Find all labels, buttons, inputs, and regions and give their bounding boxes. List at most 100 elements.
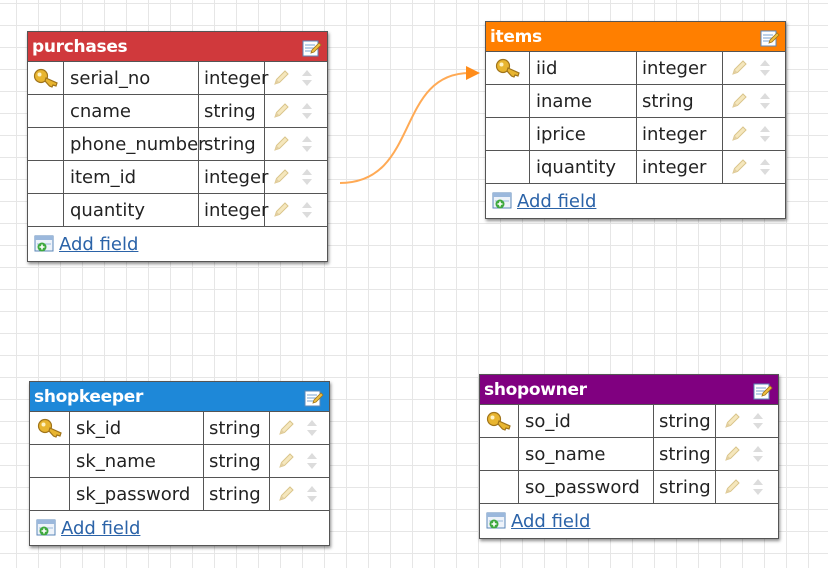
pencil-icon[interactable] <box>276 418 296 438</box>
field-type[interactable]: string <box>204 412 270 444</box>
field-name[interactable]: serial_no <box>64 62 199 94</box>
field-name[interactable]: phone_number <box>64 128 206 160</box>
field-name[interactable]: so_name <box>519 438 654 470</box>
relation-line[interactable] <box>339 72 471 184</box>
field-name[interactable]: quantity <box>64 194 199 226</box>
field-type[interactable]: integer <box>199 161 268 193</box>
up-down-arrows-icon[interactable] <box>301 200 313 220</box>
table-header-shopowner[interactable]: shopowner <box>480 375 778 405</box>
edit-table-icon[interactable] <box>760 27 780 47</box>
field-name[interactable]: iname <box>530 85 637 117</box>
up-down-arrows-icon[interactable] <box>306 451 318 471</box>
add-field-icon[interactable] <box>34 234 56 254</box>
field-type[interactable]: string <box>654 405 716 437</box>
field-type[interactable]: string <box>654 471 716 503</box>
field-type[interactable]: integer <box>637 151 723 183</box>
field-type[interactable]: integer <box>199 194 268 226</box>
up-down-arrows-icon[interactable] <box>759 124 771 144</box>
field-type[interactable]: string <box>204 445 270 477</box>
table-header-purchases[interactable]: purchases <box>28 32 327 62</box>
pencil-icon[interactable] <box>729 91 749 111</box>
up-down-arrows-icon[interactable] <box>301 101 313 121</box>
pencil-icon[interactable] <box>729 58 749 78</box>
pencil-icon[interactable] <box>722 477 742 497</box>
edit-table-icon[interactable] <box>304 387 324 407</box>
field-type[interactable]: string <box>637 85 723 117</box>
add-field-link[interactable]: Add field <box>517 190 597 212</box>
up-down-arrows-icon[interactable] <box>306 484 318 504</box>
field-type[interactable]: string <box>204 478 270 510</box>
table-header-items[interactable]: items <box>486 22 785 52</box>
field-name[interactable]: sk_name <box>70 445 204 477</box>
field-type[interactable]: integer <box>637 118 723 150</box>
pencil-icon[interactable] <box>729 157 749 177</box>
field-name[interactable]: so_id <box>519 405 654 437</box>
add-field-icon[interactable] <box>486 511 508 531</box>
field-name[interactable]: iquantity <box>530 151 637 183</box>
field-name[interactable]: cname <box>64 95 199 127</box>
up-down-arrows-icon[interactable] <box>301 167 313 187</box>
add-field-icon[interactable] <box>492 191 514 211</box>
edit-table-icon[interactable] <box>302 37 322 57</box>
up-down-arrows-icon[interactable] <box>759 91 771 111</box>
field-type[interactable]: string <box>654 438 716 470</box>
up-down-arrows-icon[interactable] <box>752 477 764 497</box>
field-name[interactable]: item_id <box>64 161 199 193</box>
pencil-icon[interactable] <box>276 484 296 504</box>
pencil-icon[interactable] <box>271 134 291 154</box>
field-type[interactable]: string <box>199 128 265 160</box>
up-down-arrows-icon[interactable] <box>752 411 764 431</box>
field-name[interactable]: sk_id <box>70 412 204 444</box>
edit-table-icon[interactable] <box>753 380 773 400</box>
up-down-arrows-icon[interactable] <box>301 134 313 154</box>
pencil-icon[interactable] <box>271 200 291 220</box>
up-down-arrows-icon[interactable] <box>759 157 771 177</box>
up-down-arrows-icon[interactable] <box>752 444 764 464</box>
add-field-link[interactable]: Add field <box>511 510 591 532</box>
pencil-icon[interactable] <box>271 167 291 187</box>
field-name[interactable]: iprice <box>530 118 637 150</box>
field-name[interactable]: iid <box>530 52 637 84</box>
pencil-icon[interactable] <box>729 124 749 144</box>
up-down-arrows-icon[interactable] <box>306 418 318 438</box>
table-title: shopkeeper <box>34 387 144 407</box>
up-down-arrows-icon[interactable] <box>759 58 771 78</box>
up-down-arrows-icon[interactable] <box>301 68 313 88</box>
add-field-link[interactable]: Add field <box>59 233 139 255</box>
pencil-icon[interactable] <box>722 411 742 431</box>
field-type[interactable]: integer <box>637 52 723 84</box>
field-actions <box>265 194 327 226</box>
field-name[interactable]: so_password <box>519 471 654 503</box>
field-type[interactable]: string <box>199 95 265 127</box>
table-header-shopkeeper[interactable]: shopkeeper <box>30 382 329 412</box>
field-actions <box>723 52 785 84</box>
field-name[interactable]: sk_password <box>70 478 204 510</box>
field-type[interactable]: integer <box>199 62 268 94</box>
add-field-link[interactable]: Add field <box>61 517 141 539</box>
pencil-icon[interactable] <box>271 101 291 121</box>
pencil-icon[interactable] <box>722 444 742 464</box>
add-field-icon[interactable] <box>36 518 58 538</box>
pencil-icon[interactable] <box>276 451 296 471</box>
pencil-icon[interactable] <box>271 68 291 88</box>
